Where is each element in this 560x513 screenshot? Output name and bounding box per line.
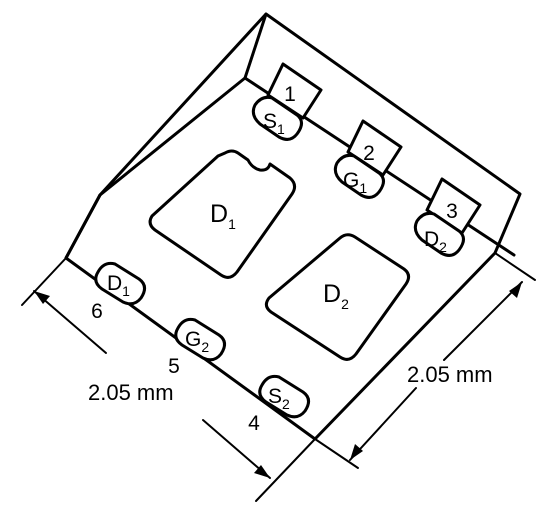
dimension-left-label: 2.05 mm — [88, 380, 174, 405]
arrowhead-left-end — [254, 465, 270, 478]
pin-4-label: S2 — [268, 385, 290, 412]
die-pad-d2-label: D2 — [323, 280, 349, 312]
arrowhead-right-start — [509, 282, 522, 298]
pin-5: G2 5 — [168, 317, 226, 378]
die-pad-d1-label: D1 — [210, 200, 236, 232]
pin-2-label: G1 — [343, 169, 367, 196]
die-pad-d1: D1 — [148, 149, 297, 279]
pin-6-number: 6 — [91, 300, 103, 323]
pin-4: S2 4 — [248, 374, 310, 435]
die-pad-d2: D2 — [264, 233, 411, 361]
pin-2: 2 G1 — [333, 119, 403, 199]
arrowhead-right-end — [350, 444, 363, 460]
pin-5-label: G2 — [185, 328, 209, 355]
pin-2-number: 2 — [363, 142, 375, 165]
pin-3: 3 D2 — [413, 177, 482, 257]
dimension-right-label: 2.05 mm — [407, 362, 493, 387]
pin-1: 1 S1 — [251, 62, 323, 141]
pin-4-number: 4 — [248, 412, 260, 435]
pin-3-label: D2 — [424, 228, 447, 255]
pin-3-number: 3 — [446, 200, 458, 223]
dimension-left: 2.05 mm — [21, 257, 316, 502]
pin-1-label: S1 — [263, 110, 285, 137]
pin-6-label: D1 — [107, 272, 130, 299]
pin-6: D1 6 — [91, 261, 146, 323]
pin-1-number: 1 — [284, 83, 296, 106]
dimension-right: 2.05 mm — [314, 252, 536, 469]
arrowhead-left-start — [34, 291, 50, 304]
pin-5-number: 5 — [168, 355, 180, 378]
